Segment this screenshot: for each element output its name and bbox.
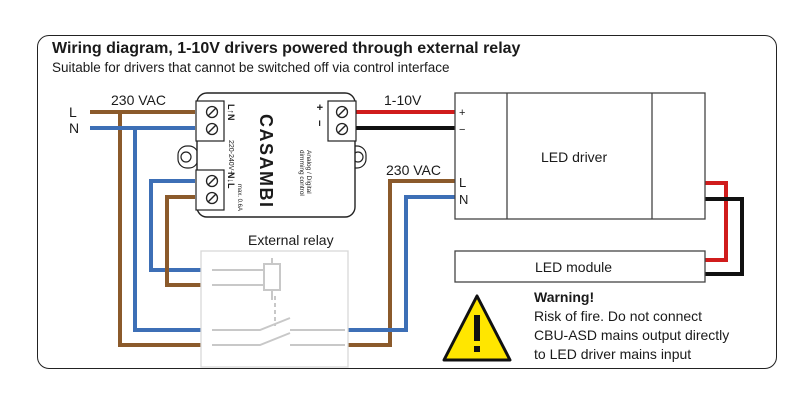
diagram-subtitle: Suitable for drivers that cannot be swit… xyxy=(52,60,450,75)
input-voltage-label: 230 VAC xyxy=(111,92,166,108)
relay-label: External relay xyxy=(248,232,334,248)
warning-text: Warning! Risk of fire. Do not connect CB… xyxy=(534,288,729,364)
casambi-output-label-2: dimming control xyxy=(298,150,305,196)
casambi-output-label-1: Analog / Digital xyxy=(305,150,312,194)
input-N-to-relay-wire xyxy=(133,128,212,332)
driver-L-label: L xyxy=(459,175,466,190)
relay-L-to-driver-wire xyxy=(345,179,456,347)
warning-triangle-icon xyxy=(442,294,512,362)
casambi-N-out-wire xyxy=(149,179,212,272)
casambi-voltage-label: 220-240V~ xyxy=(227,140,234,174)
casambi-brand-label: CASAMBI xyxy=(256,114,276,209)
warning-line-2: CBU-ASD mains output directly xyxy=(534,327,730,343)
casambi-L-out-wire xyxy=(165,195,212,287)
input-L-to-relay-wire xyxy=(118,112,212,347)
warning-line-1: Risk of fire. Do not connect xyxy=(534,308,703,324)
led-module-box xyxy=(454,250,706,283)
led-plus-wire xyxy=(705,181,728,262)
diagram-frame xyxy=(37,35,777,369)
led-driver-label: LED driver xyxy=(541,149,607,165)
casambi-current-label: max. 0.6A xyxy=(236,184,242,211)
warning-line-3: to LED driver mains input xyxy=(534,346,692,362)
casambi-minus-label: − xyxy=(313,120,325,126)
casambi-plus-label: + xyxy=(313,104,325,110)
led-minus-wire xyxy=(705,197,744,276)
external-relay xyxy=(200,250,349,368)
warning-title: Warning! xyxy=(534,289,595,305)
driver-minus-label: − xyxy=(459,124,465,136)
casambi-bottom-terminal-label: N↓L xyxy=(226,172,236,189)
input-N-label: N xyxy=(69,120,79,136)
driver-N-label: N xyxy=(459,192,468,207)
driver-plus-label: + xyxy=(459,107,465,119)
led-driver-box xyxy=(454,92,706,220)
control-voltage-label: 1-10V xyxy=(384,92,422,108)
diagram-title: Wiring diagram, 1-10V drivers powered th… xyxy=(52,40,521,57)
casambi-unit: L↑N N↓L 220-240V~ max. 0.6A CASAMBI Anal… xyxy=(177,92,367,218)
relay-N-to-driver-wire xyxy=(345,195,456,332)
driver-voltage-label: 230 VAC xyxy=(386,162,441,178)
casambi-top-terminal-label: L↑N xyxy=(226,104,236,121)
led-module-label: LED module xyxy=(535,259,612,275)
input-L-label: L xyxy=(69,104,77,120)
